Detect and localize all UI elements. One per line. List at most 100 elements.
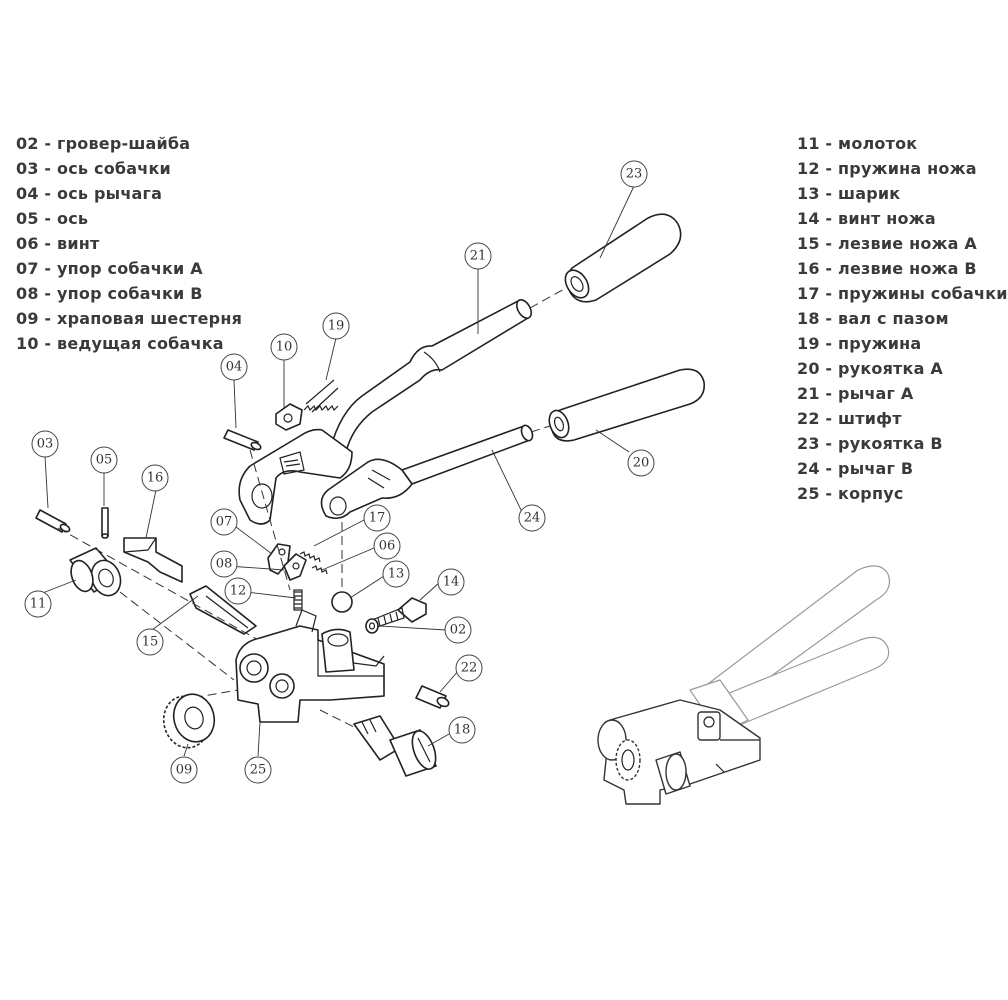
callout-02: 02 bbox=[444, 616, 472, 644]
axis-line bbox=[529, 287, 567, 309]
callout-21: 21 bbox=[464, 242, 492, 270]
legend-item: 10 - ведущая собачка bbox=[16, 334, 224, 353]
legend-item: 07 - упор собачки А bbox=[16, 259, 203, 278]
callout-07: 07 bbox=[210, 508, 238, 536]
callout-09: 09 bbox=[170, 756, 198, 784]
legend-item: 04 - ось рычага bbox=[16, 184, 163, 203]
callout-04: 04 bbox=[220, 353, 248, 381]
legend-item: 16 - лезвие ножа В bbox=[797, 259, 977, 278]
svg-text:04: 04 bbox=[226, 360, 243, 375]
legend-item: 14 - винт ножа bbox=[797, 209, 936, 228]
lever-b bbox=[320, 424, 534, 520]
legend-item: 13 - шарик bbox=[797, 184, 901, 203]
axis-line bbox=[319, 709, 361, 731]
lever-a bbox=[238, 299, 533, 525]
svg-text:12: 12 bbox=[230, 584, 247, 599]
legend-item: 05 - ось bbox=[16, 209, 89, 228]
svg-text:03: 03 bbox=[37, 437, 54, 452]
svg-text:24: 24 bbox=[524, 511, 541, 526]
spring bbox=[303, 379, 339, 413]
dowel-pin bbox=[415, 685, 450, 709]
ball bbox=[331, 591, 353, 613]
callout-23: 23 bbox=[620, 160, 648, 188]
legend-item: 02 - гровер-шайба bbox=[16, 134, 191, 153]
svg-text:13: 13 bbox=[388, 567, 405, 582]
legend-item: 17 - пружины собачки bbox=[797, 284, 1008, 303]
slotted-shaft bbox=[353, 715, 437, 777]
svg-text:22: 22 bbox=[461, 661, 478, 676]
callout-05: 05 bbox=[90, 446, 118, 474]
hammer bbox=[69, 547, 122, 597]
svg-text:16: 16 bbox=[147, 471, 164, 486]
callout-17: 17 bbox=[363, 504, 391, 532]
svg-text:06: 06 bbox=[379, 539, 396, 554]
parts-legend-right: 11 - молоток 12 - пружина ножа 13 - шари… bbox=[797, 131, 1008, 506]
legend-item: 24 - рычаг В bbox=[797, 459, 914, 478]
pawl-axle-pin bbox=[35, 509, 71, 533]
legend-item: 22 - штифт bbox=[797, 409, 902, 428]
pawl-stop-b bbox=[283, 553, 307, 581]
callout-24: 24 bbox=[518, 504, 546, 532]
axis-line bbox=[249, 449, 291, 591]
svg-text:09: 09 bbox=[176, 763, 193, 778]
svg-text:15: 15 bbox=[142, 635, 159, 650]
callout-08: 08 bbox=[210, 550, 238, 578]
legend-item: 21 - рычаг А bbox=[797, 384, 914, 403]
callout-20: 20 bbox=[627, 449, 655, 477]
svg-text:11: 11 bbox=[30, 597, 47, 612]
ratchet-gear bbox=[162, 693, 216, 749]
grip-a bbox=[548, 368, 706, 442]
legend-item: 25 - корпус bbox=[797, 484, 904, 503]
lever-axle-pin bbox=[223, 429, 262, 451]
svg-text:17: 17 bbox=[369, 511, 386, 526]
svg-text:21: 21 bbox=[470, 249, 487, 264]
pawl-springs bbox=[299, 551, 328, 575]
legend-item: 08 - упор собачки В bbox=[16, 284, 203, 303]
parts-legend-left: 02 - гровер-шайба 03 - ось собачки 04 - … bbox=[16, 131, 242, 356]
axis-line bbox=[530, 425, 551, 433]
legend-item: 15 - лезвие ножа А bbox=[797, 234, 977, 253]
svg-text:10: 10 bbox=[276, 340, 293, 355]
leader-lines bbox=[39, 185, 635, 757]
svg-text:07: 07 bbox=[216, 515, 233, 530]
svg-text:08: 08 bbox=[216, 557, 233, 572]
axle-pin bbox=[101, 507, 109, 539]
svg-text:25: 25 bbox=[250, 763, 267, 778]
callout-03: 03 bbox=[31, 430, 59, 458]
legend-item: 12 - пружина ножа bbox=[797, 159, 977, 178]
callout-16: 16 bbox=[141, 464, 169, 492]
knife-blade-b bbox=[123, 537, 183, 583]
legend-item: 18 - вал с пазом bbox=[797, 309, 949, 328]
callout-06: 06 bbox=[373, 532, 401, 560]
callout-19: 19 bbox=[322, 312, 350, 340]
svg-text:19: 19 bbox=[328, 319, 345, 334]
callout-18: 18 bbox=[448, 716, 476, 744]
svg-text:23: 23 bbox=[626, 167, 643, 182]
assembled-tool-view bbox=[597, 565, 891, 805]
callout-14: 14 bbox=[437, 568, 465, 596]
callout-10: 10 bbox=[270, 333, 298, 361]
axis-line bbox=[179, 689, 239, 701]
callout-12: 12 bbox=[224, 577, 252, 605]
svg-text:05: 05 bbox=[96, 453, 113, 468]
knife-spring bbox=[293, 589, 303, 611]
axis-line bbox=[119, 591, 235, 681]
housing bbox=[235, 609, 385, 723]
svg-text:18: 18 bbox=[454, 723, 471, 738]
drive-pawl bbox=[275, 403, 303, 431]
axis-line bbox=[57, 527, 263, 643]
callout-11: 11 bbox=[24, 590, 52, 618]
grip-b bbox=[564, 213, 682, 303]
knife-screw bbox=[371, 597, 427, 629]
spring-washer bbox=[365, 618, 379, 634]
svg-text:02: 02 bbox=[450, 623, 467, 638]
callout-15: 15 bbox=[136, 628, 164, 656]
svg-text:14: 14 bbox=[443, 575, 460, 590]
callout-22: 22 bbox=[455, 654, 483, 682]
legend-item: 19 - пружина bbox=[797, 334, 922, 353]
legend-item: 09 - храповая шестерня bbox=[16, 309, 243, 328]
knife-blade-a bbox=[189, 585, 257, 635]
callout-25: 25 bbox=[244, 756, 272, 784]
